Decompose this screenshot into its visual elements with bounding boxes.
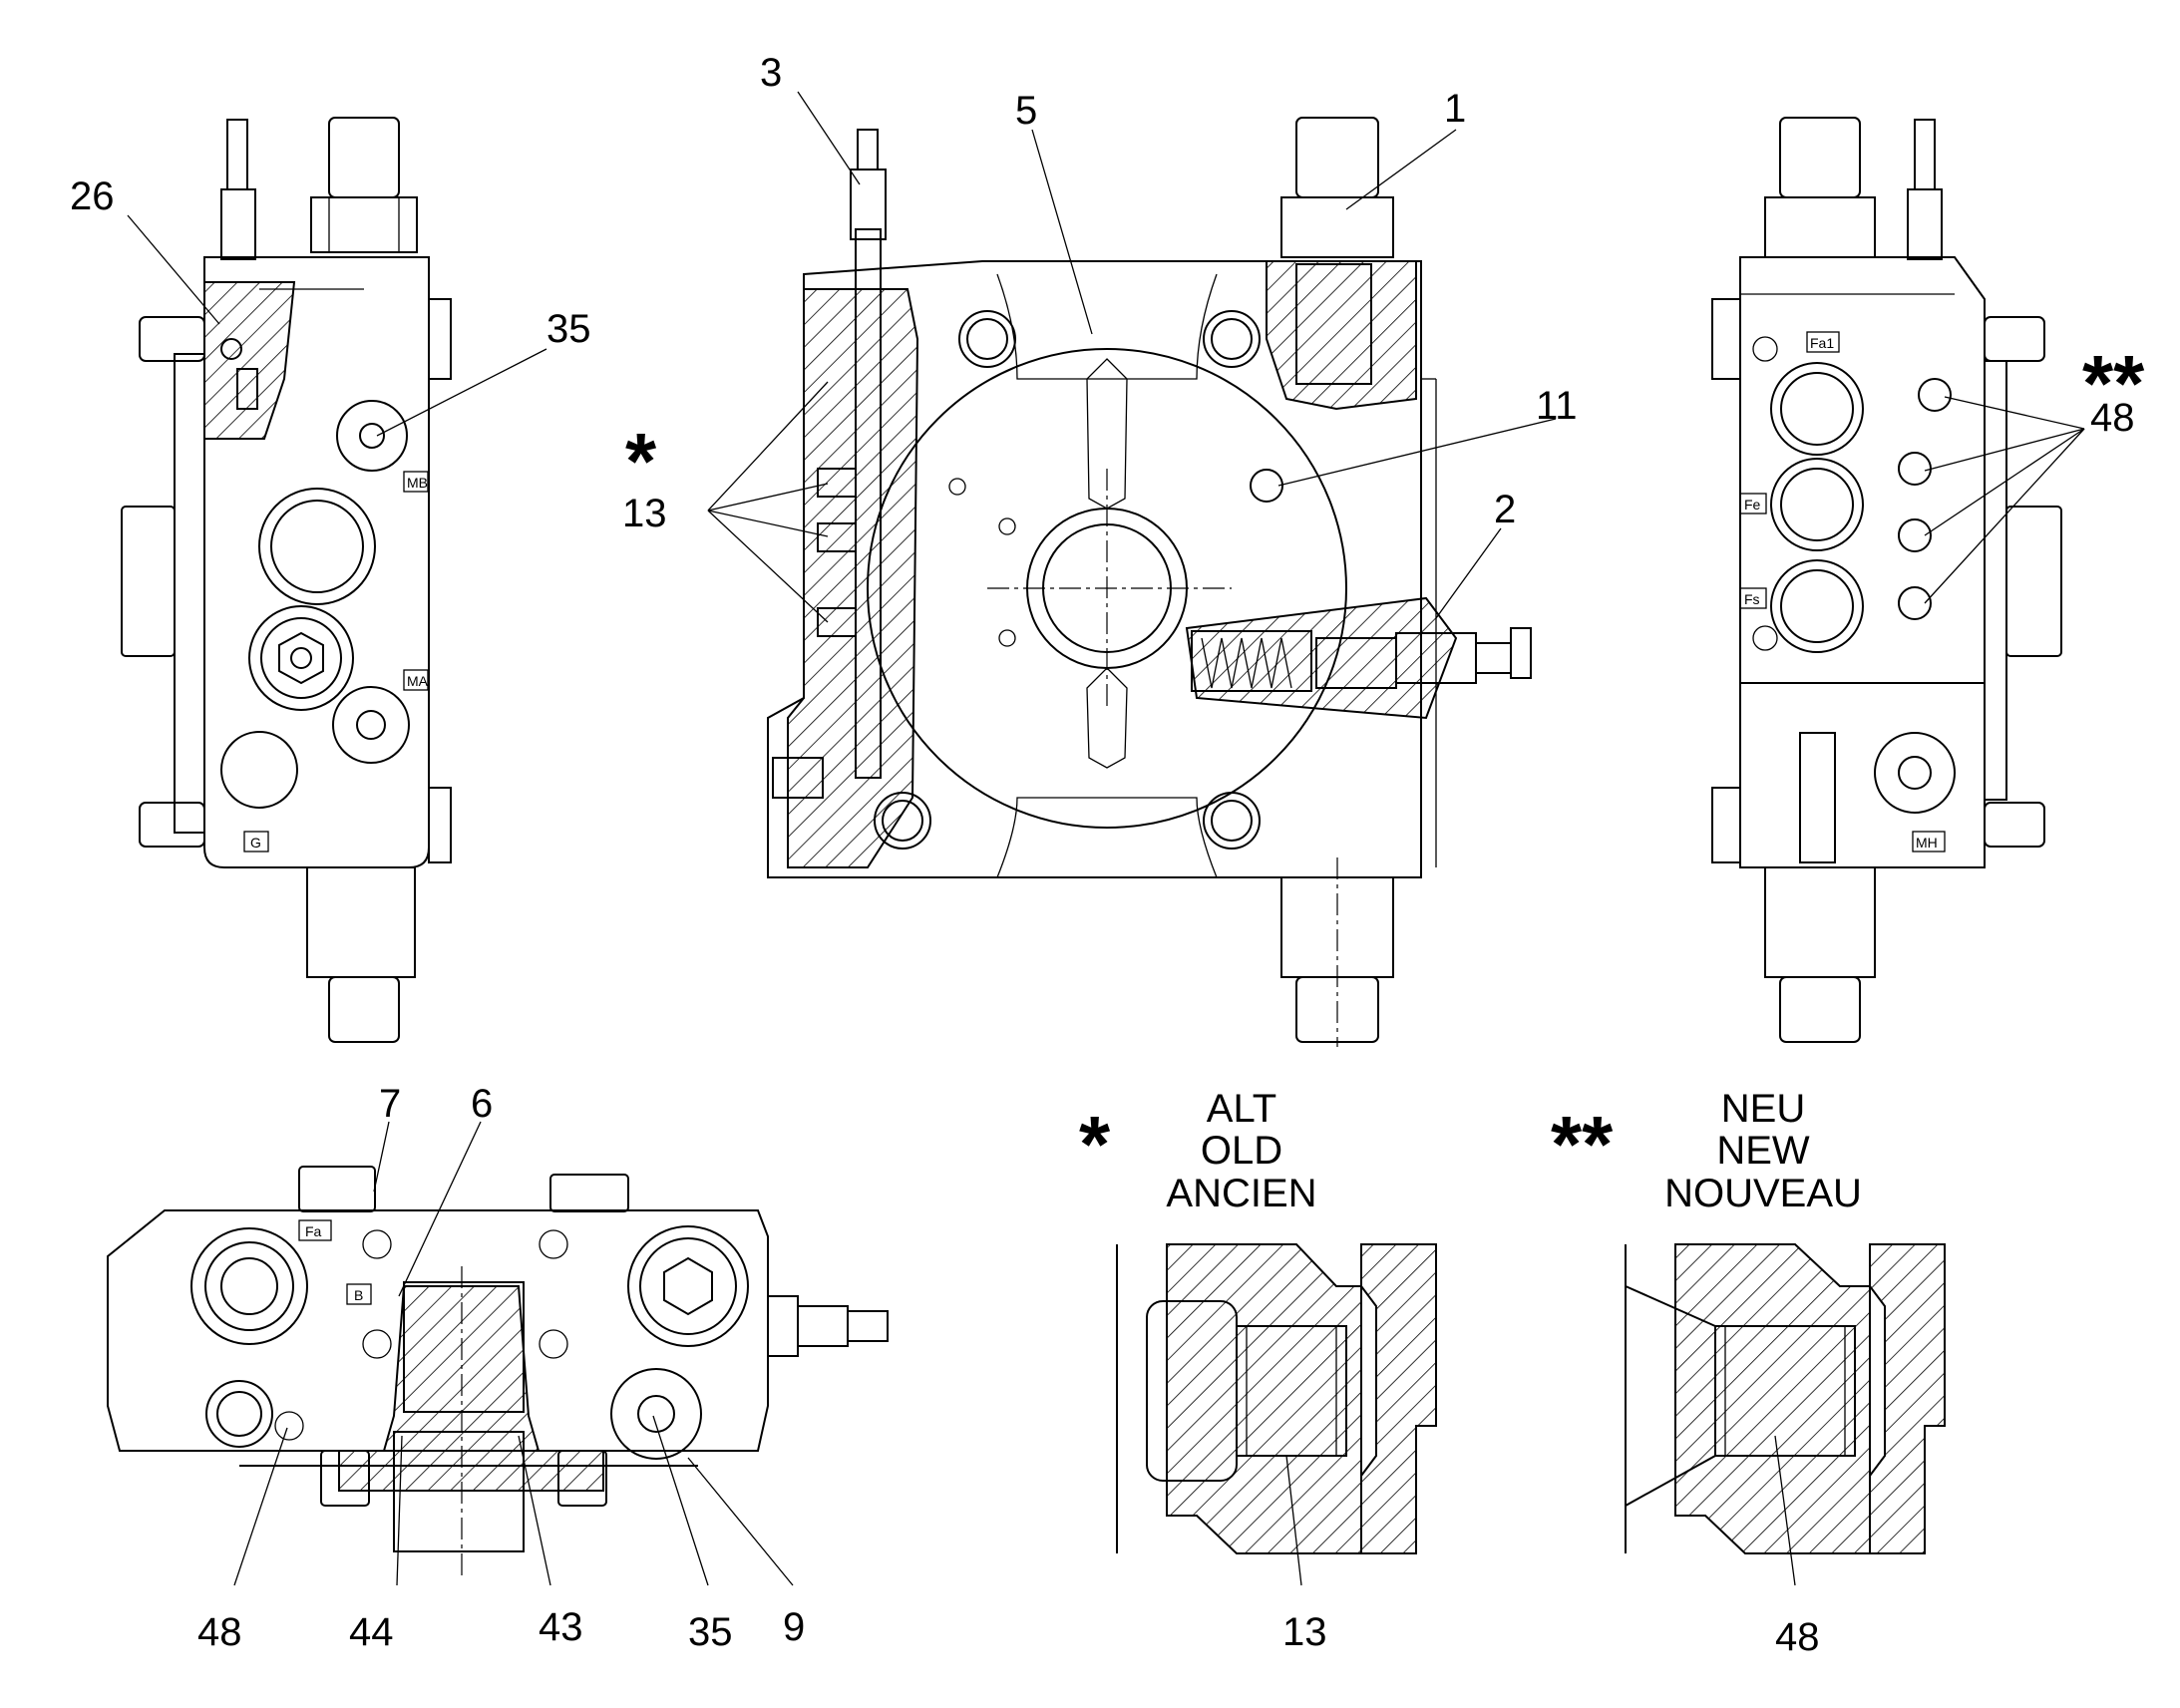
detail-old (1116, 1243, 1437, 1554)
port-tag-mb: MB (407, 475, 428, 491)
callout-11: 11 (1536, 384, 1578, 428)
callout-48-bottom: 48 (197, 1610, 242, 1654)
star-marker-single: * (625, 417, 657, 506)
callout-13: 13 (622, 492, 667, 535)
legend-star-double: ** (1551, 1100, 1614, 1189)
callout-3: 3 (760, 51, 782, 95)
callout-1: 1 (1444, 87, 1466, 131)
port-tag-fa: Fa (305, 1223, 322, 1239)
callout-48-right: 48 (2090, 396, 2135, 440)
callout-2: 2 (1494, 488, 1516, 531)
callout-7: 7 (379, 1082, 401, 1126)
port-tag-b: B (354, 1287, 363, 1303)
port-tag-fa1: Fa1 (1810, 335, 1834, 351)
detail-new (1625, 1243, 1946, 1554)
callout-35-bottom: 35 (688, 1610, 733, 1654)
legend-old-block: * ALT OLD ANCIEN (1079, 1087, 1317, 1215)
right-side-view: Fa1 Fe Fs MH (1711, 117, 2062, 1043)
legend-old-line2: OLD (1201, 1129, 1282, 1173)
legend-new-block: ** NEU NEW NOUVEAU (1551, 1087, 1862, 1215)
port-tag-ma: MA (407, 673, 429, 689)
callout-35-top: 35 (546, 307, 591, 351)
port-tag-mh: MH (1916, 835, 1938, 851)
port-tag-fe: Fe (1744, 497, 1761, 512)
legend-old-line1: ALT (1207, 1087, 1276, 1131)
callout-48-detail: 48 (1775, 1615, 1820, 1659)
star-marker-double: ** (2082, 339, 2145, 428)
leader-lines (127, 91, 2085, 1586)
legend-new-line3: NOUVEAU (1664, 1172, 1862, 1215)
port-tag-fs: Fs (1744, 591, 1760, 607)
callout-6: 6 (471, 1082, 493, 1126)
callout-labels: 26 35 3 5 1 11 2 13 * ** 48 7 6 48 44 43… (70, 51, 2145, 1659)
legend-old-line3: ANCIEN (1166, 1172, 1316, 1215)
left-side-view: MB MA G (121, 117, 452, 1043)
legend-new-line1: NEU (1721, 1087, 1805, 1131)
legend-star-single: * (1079, 1100, 1111, 1189)
callout-9: 9 (783, 1605, 805, 1649)
center-main-view (767, 117, 1532, 1047)
callout-26: 26 (70, 174, 115, 218)
callout-5: 5 (1015, 89, 1037, 133)
legend-new-line2: NEW (1716, 1129, 1810, 1173)
callout-13-detail: 13 (1282, 1610, 1327, 1654)
callout-44: 44 (349, 1610, 394, 1654)
port-tag-g: G (250, 835, 261, 851)
bottom-top-view: Fa B (107, 1166, 889, 1575)
callout-43: 43 (539, 1605, 583, 1649)
